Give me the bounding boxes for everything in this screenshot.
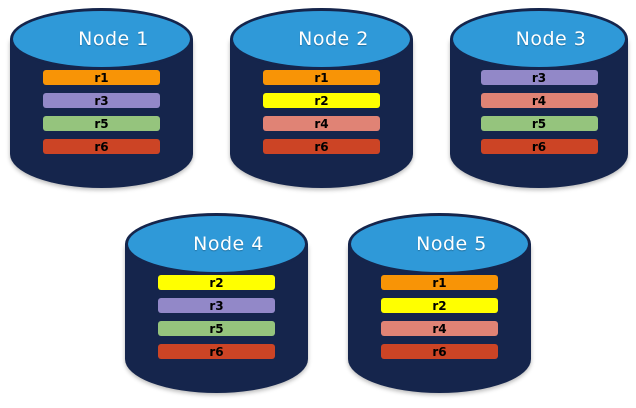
replica-bar-r3[interactable]: r3 xyxy=(43,93,160,108)
replica-stack: r1 r3 r5 r6 xyxy=(10,70,193,154)
replica-bar-r1[interactable]: r1 xyxy=(381,275,498,290)
replica-bar-r2[interactable]: r2 xyxy=(381,298,498,313)
replica-bar-r4[interactable]: r4 xyxy=(381,321,498,336)
node-label: Node 5 xyxy=(416,233,487,255)
replica-bar-r1[interactable]: r1 xyxy=(43,70,160,85)
replica-stack: r3 r4 r5 r6 xyxy=(450,70,628,154)
replica-bar-r6[interactable]: r6 xyxy=(480,139,598,154)
replica-stack: r1 r2 r4 r6 xyxy=(230,70,413,154)
cylinder-top-icon: Node 3 xyxy=(450,8,628,70)
node-label: Node 2 xyxy=(298,28,369,50)
replica-bar-r6[interactable]: r6 xyxy=(263,139,380,154)
replica-bar-r6[interactable]: r6 xyxy=(381,344,498,359)
replica-bar-r5[interactable]: r5 xyxy=(480,116,598,131)
node-label: Node 3 xyxy=(515,28,587,50)
replica-bar-r3[interactable]: r3 xyxy=(480,70,598,85)
replica-bar-r1[interactable]: r1 xyxy=(263,70,380,85)
node-label: Node 1 xyxy=(78,28,149,50)
replica-bar-r2[interactable]: r2 xyxy=(158,275,275,290)
cylinder-top-icon: Node 4 xyxy=(125,213,308,275)
database-node-2[interactable]: Node 2 r1 r2 r4 r6 xyxy=(230,8,413,188)
cylinder-top-icon: Node 1 xyxy=(10,8,193,70)
replica-stack: r1 r2 r4 r6 xyxy=(348,275,531,359)
replica-stack: r2 r3 r5 r6 xyxy=(125,275,308,359)
node-label: Node 4 xyxy=(193,233,264,255)
database-node-1[interactable]: Node 1 r1 r3 r5 r6 xyxy=(10,8,193,188)
database-node-4[interactable]: Node 4 r2 r3 r5 r6 xyxy=(125,213,308,393)
replica-bar-r5[interactable]: r5 xyxy=(43,116,160,131)
replica-bar-r2[interactable]: r2 xyxy=(263,93,380,108)
replica-bar-r6[interactable]: r6 xyxy=(158,344,275,359)
replica-bar-r4[interactable]: r4 xyxy=(480,93,598,108)
replica-bar-r3[interactable]: r3 xyxy=(158,298,275,313)
database-node-3[interactable]: Node 3 r3 r4 r5 r6 xyxy=(450,8,628,188)
database-node-5[interactable]: Node 5 r1 r2 r4 r6 xyxy=(348,213,531,393)
cylinder-top-icon: Node 5 xyxy=(348,213,531,275)
cylinder-top-icon: Node 2 xyxy=(230,8,413,70)
replica-bar-r5[interactable]: r5 xyxy=(158,321,275,336)
replica-bar-r4[interactable]: r4 xyxy=(263,116,380,131)
replica-bar-r6[interactable]: r6 xyxy=(43,139,160,154)
